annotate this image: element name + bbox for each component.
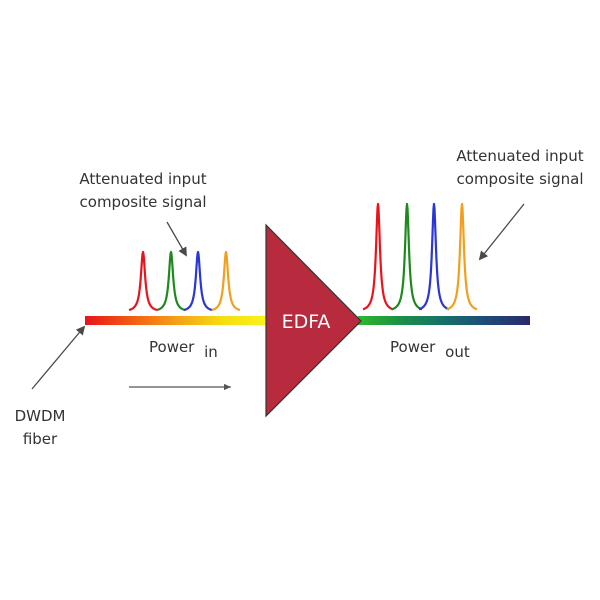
input-peak-1 (128, 250, 158, 312)
output-peak-4 (446, 202, 478, 311)
output-signal-label-line1: Attenuated input (456, 147, 583, 165)
power-out-label: Power out (390, 338, 470, 361)
power-out-subscript: out (445, 343, 470, 361)
power-in-subscript: in (204, 343, 218, 361)
edfa-amplifier-triangle (265, 223, 362, 418)
fiber-input-segment (85, 316, 267, 325)
input-signal-pointer-icon (166, 221, 187, 257)
input-peak-3 (183, 250, 213, 312)
fiber-output-segment (358, 316, 530, 325)
power-out-main: Power (390, 338, 436, 356)
output-channel-peaks (362, 202, 478, 311)
output-peak-3 (418, 202, 450, 311)
output-signal-pointer-icon (478, 203, 525, 261)
output-peak-2 (391, 202, 423, 311)
input-peak-2 (156, 250, 186, 312)
input-signal-label-line2: composite signal (80, 193, 207, 211)
fiber-pointer-icon (31, 325, 86, 390)
input-signal-label-line1: Attenuated input (79, 170, 206, 188)
power-in-label: Power in (149, 338, 218, 361)
input-channel-peaks (128, 250, 241, 312)
output-peak-1 (362, 202, 394, 311)
output-signal-label-line2: composite signal (457, 170, 584, 188)
edfa-label: EDFA (282, 311, 331, 333)
fiber-label-line2: fiber (23, 430, 58, 448)
power-in-main: Power (149, 338, 195, 356)
fiber-label-line1: DWDM (15, 407, 66, 425)
input-peak-4 (211, 250, 241, 312)
